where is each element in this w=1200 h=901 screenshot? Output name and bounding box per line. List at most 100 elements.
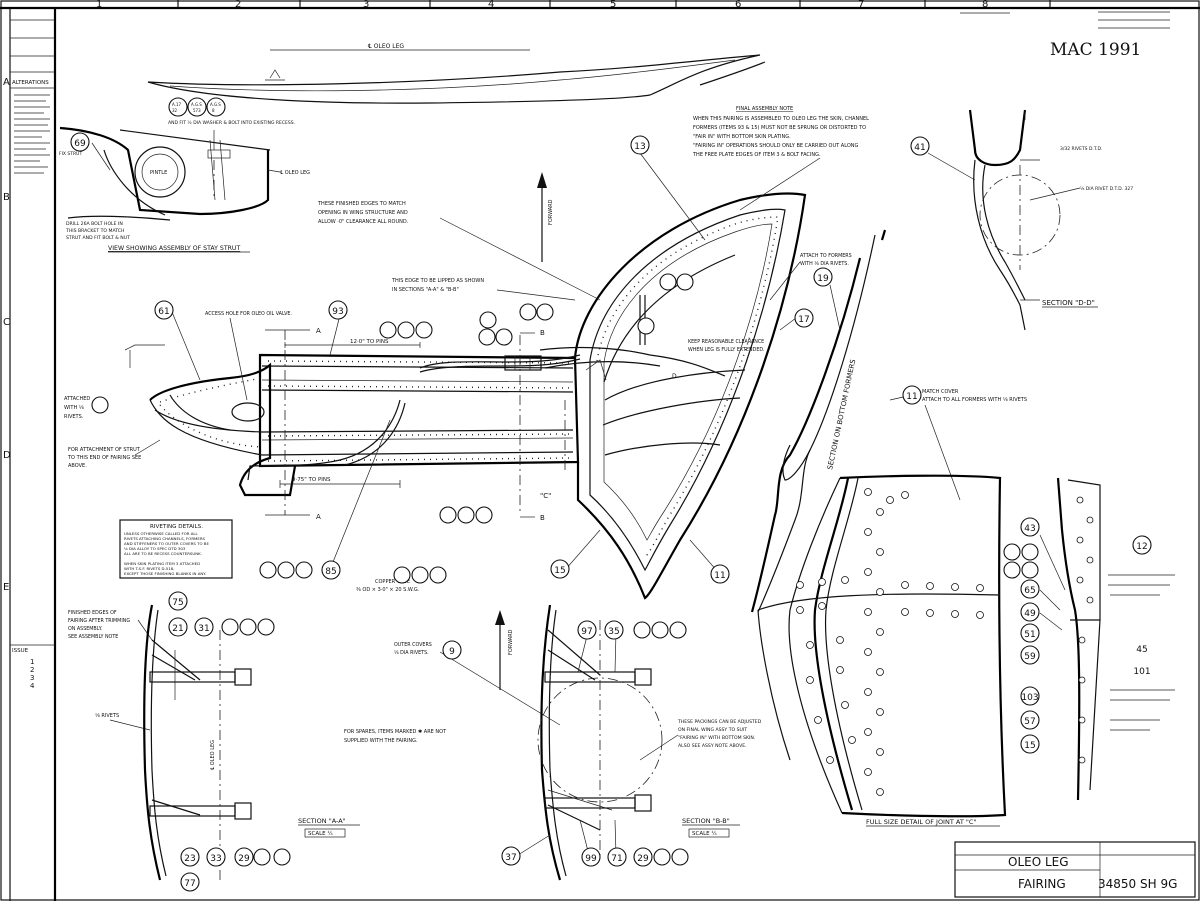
alterations-heading: ALTERATIONS xyxy=(12,80,49,86)
issue-number: 3 xyxy=(30,674,34,682)
grid-labels: 1 2 3 4 5 6 7 8 A B C D E xyxy=(3,0,988,593)
part-balloon: 61 xyxy=(154,300,174,320)
svg-text:ON ASSEMBLY.: ON ASSEMBLY. xyxy=(68,626,102,632)
final-assembly-note: FINAL ASSEMBLY NOTE WHEN THIS FAIRING IS… xyxy=(692,106,869,158)
svg-text:ALL ARE TO BE RECESS COUNTERSU: ALL ARE TO BE RECESS COUNTERSUNK. xyxy=(124,551,202,556)
section-mark-d: D xyxy=(672,373,677,380)
row-label: D xyxy=(3,450,11,461)
column-label: 7 xyxy=(858,0,864,10)
svg-text:EXCEPT THOSE FINISHING BLANKS: EXCEPT THOSE FINISHING BLANKS IN ANY. xyxy=(124,571,206,576)
section-dd-view: SECTION "D-D" 3/32 RIVETS D.T.D. ⅛ DIA R… xyxy=(968,109,1133,331)
svg-text:103: 103 xyxy=(1021,693,1038,703)
section-mark-b-bottom: B xyxy=(540,514,545,522)
oleo-leg-centerline: ℄ OLEO LEG xyxy=(368,43,404,50)
svg-text:OPENING IN WING STRUCTURE AND: OPENING IN WING STRUCTURE AND xyxy=(318,210,408,216)
svg-text:RIVETS ATTACHING CHANNELS, FOR: RIVETS ATTACHING CHANNELS, FORMERS xyxy=(124,536,206,541)
svg-text:13: 13 xyxy=(634,142,645,152)
fix-strut-label: FIX STRUT xyxy=(59,151,82,157)
svg-text:11: 11 xyxy=(906,392,917,402)
attach-formers-note: ATTACH TO FORMERS WITH ⅛ DIA RIVETS. xyxy=(800,253,852,267)
riveting-details-box: RIVETING DETAILS. UNLESS OTHERWISE CALLE… xyxy=(119,519,233,579)
section-bottom-formers-view: SECTION ON BOTTOM FORMERS xyxy=(750,229,887,613)
column-label: 1 xyxy=(96,0,102,10)
issue-number: 1 xyxy=(30,658,34,666)
svg-text:FINAL ASSEMBLY NOTE: FINAL ASSEMBLY NOTE xyxy=(736,106,793,112)
rivet-rows xyxy=(159,216,779,557)
part-balloon: 85 xyxy=(321,560,341,580)
svg-text:ATTACH TO FORMERS: ATTACH TO FORMERS xyxy=(800,253,852,259)
part-balloon: 37 xyxy=(501,846,521,866)
svg-text:A.G.S: A.G.S xyxy=(191,102,202,107)
keep-clearance-note: KEEP REASONABLE CLEARANCE WHEN LEG IS FU… xyxy=(688,339,765,353)
svg-text:UNLESS OTHERWISE CALLED FOR AL: UNLESS OTHERWISE CALLED FOR ALL xyxy=(124,531,199,536)
svg-text:RIVETS.: RIVETS. xyxy=(64,414,84,420)
svg-text:65: 65 xyxy=(1024,586,1035,596)
svg-text:37: 37 xyxy=(505,853,516,863)
title-block: OLEO LEG FAIRING 34850 SH 9G xyxy=(954,841,1196,898)
part-balloons: 13 41 69 61 93 17 19 11 15 11 85 9 75 21… xyxy=(70,132,1152,892)
copper-tube-note: COPPER TUBE ⅜ OD × 3·0" × 20 S.W.G. xyxy=(356,579,420,593)
svg-text:ALLOW ·0" CLEARANCE ALL ROUND.: ALLOW ·0" CLEARANCE ALL ROUND. xyxy=(318,219,409,225)
part-balloon: 9 xyxy=(442,640,462,660)
svg-text:19: 19 xyxy=(817,274,829,284)
svg-text:51: 51 xyxy=(1024,630,1035,640)
svg-text:KEEP REASONABLE CLEARANCE: KEEP REASONABLE CLEARANCE xyxy=(688,339,764,345)
dimension-975-label: 9·75" TO PINS xyxy=(292,477,331,483)
section-bb-scale: SCALE ¼ xyxy=(692,831,717,837)
part-balloon: 31 xyxy=(194,617,214,637)
svg-text:29: 29 xyxy=(238,854,250,864)
svg-text:97: 97 xyxy=(581,627,592,637)
svg-text:ATTACH TO ALL FORMERS WITH ⅛ R: ATTACH TO ALL FORMERS WITH ⅛ RIVETS xyxy=(922,397,1027,403)
part-balloon: 75 xyxy=(168,591,188,611)
reference-balloon-clusters xyxy=(91,273,1039,866)
part-balloon: 29 xyxy=(234,847,254,867)
part-balloon: 93 xyxy=(328,300,348,320)
column-label: 2 xyxy=(235,0,241,10)
part-balloon: 29 xyxy=(633,847,653,867)
svg-text:THESE FINISHED EDGES TO MATCH: THESE FINISHED EDGES TO MATCH xyxy=(317,201,406,207)
part-balloon: 69 xyxy=(70,132,90,152)
svg-text:⅛ DIA RIVETS.: ⅛ DIA RIVETS. xyxy=(394,650,429,656)
part-balloon: 35 xyxy=(604,620,624,640)
svg-text:AND STIFFENERS TO OUTER COVERS: AND STIFFENERS TO OUTER COVERS TO BE xyxy=(124,541,209,546)
svg-text:PINTLE: PINTLE xyxy=(150,170,167,176)
forward-arrow-main: FORWARD xyxy=(537,172,554,262)
svg-text:WHEN SKIN PLATING ITEM 3 ATTAC: WHEN SKIN PLATING ITEM 3 ATTACHED xyxy=(124,561,200,566)
svg-text:"FAIRING IN" OPERATIONS SHOULD: "FAIRING IN" OPERATIONS SHOULD ONLY BE C… xyxy=(693,143,858,149)
issue-label: ISSUE xyxy=(12,648,29,654)
part-balloon: 33 xyxy=(206,847,226,867)
svg-text:"FAIRING IN" WITH BOTTOM SKIN.: "FAIRING IN" WITH BOTTOM SKIN. xyxy=(678,735,755,741)
attached-rivets-note: ATTACHED WITH ⅛ RIVETS. xyxy=(64,396,90,420)
svg-text:SUPPLIED WITH THE FAIRING.: SUPPLIED WITH THE FAIRING. xyxy=(344,738,418,744)
svg-text:ABOVE.: ABOVE. xyxy=(68,463,87,469)
part-balloon: 65 xyxy=(1020,579,1040,599)
section-mark-a-top: A xyxy=(316,327,321,335)
oleo-leg-profile: ℄ OLEO LEG xyxy=(147,43,766,104)
svg-text:31: 31 xyxy=(198,624,209,634)
fit-washer-note: AND FIT ½ DIA WASHER & BOLT INTO EXISTIN… xyxy=(168,119,295,126)
part-balloon: 97 xyxy=(577,620,597,640)
part-balloon: 12 xyxy=(1132,535,1152,555)
svg-text:17: 17 xyxy=(798,315,809,325)
svg-text:ALSO SEE ASSY NOTE ABOVE.: ALSO SEE ASSY NOTE ABOVE. xyxy=(678,743,747,749)
section-bottom-formers-title: SECTION ON BOTTOM FORMERS xyxy=(826,358,857,470)
svg-text:FOR ATTACHMENT OF STRUT: FOR ATTACHMENT OF STRUT xyxy=(68,447,141,453)
svg-text:"FAIR IN" WITH BOTTOM SKIN PLA: "FAIR IN" WITH BOTTOM SKIN PLATING. xyxy=(693,134,791,140)
svg-text:33: 33 xyxy=(210,854,221,864)
part-balloon: 15 xyxy=(550,559,570,579)
svg-text:⅜ OD × 3·0" × 20 S.W.G.: ⅜ OD × 3·0" × 20 S.W.G. xyxy=(356,587,420,593)
svg-text:11: 11 xyxy=(714,571,725,581)
access-hole-note: ACCESS HOLE FOR OLEO OIL VALVE. xyxy=(205,311,292,317)
svg-text:45: 45 xyxy=(1136,645,1147,655)
title-line-2: FAIRING xyxy=(1018,877,1066,891)
part-balloon: 77 xyxy=(180,872,200,892)
svg-text:⅛ DIA ALLOY TO SPEC DTD 303: ⅛ DIA ALLOY TO SPEC DTD 303 xyxy=(124,546,186,551)
svg-text:IN SECTIONS "A-A" & "B-B": IN SECTIONS "A-A" & "B-B" xyxy=(392,287,459,293)
svg-text:A.17: A.17 xyxy=(172,102,181,107)
section-mark-b-top: B xyxy=(540,329,545,337)
title-line-1: OLEO LEG xyxy=(1008,855,1069,869)
part-balloon: 13 xyxy=(630,135,650,155)
finished-edges-note: THESE FINISHED EDGES TO MATCH OPENING IN… xyxy=(317,201,409,225)
